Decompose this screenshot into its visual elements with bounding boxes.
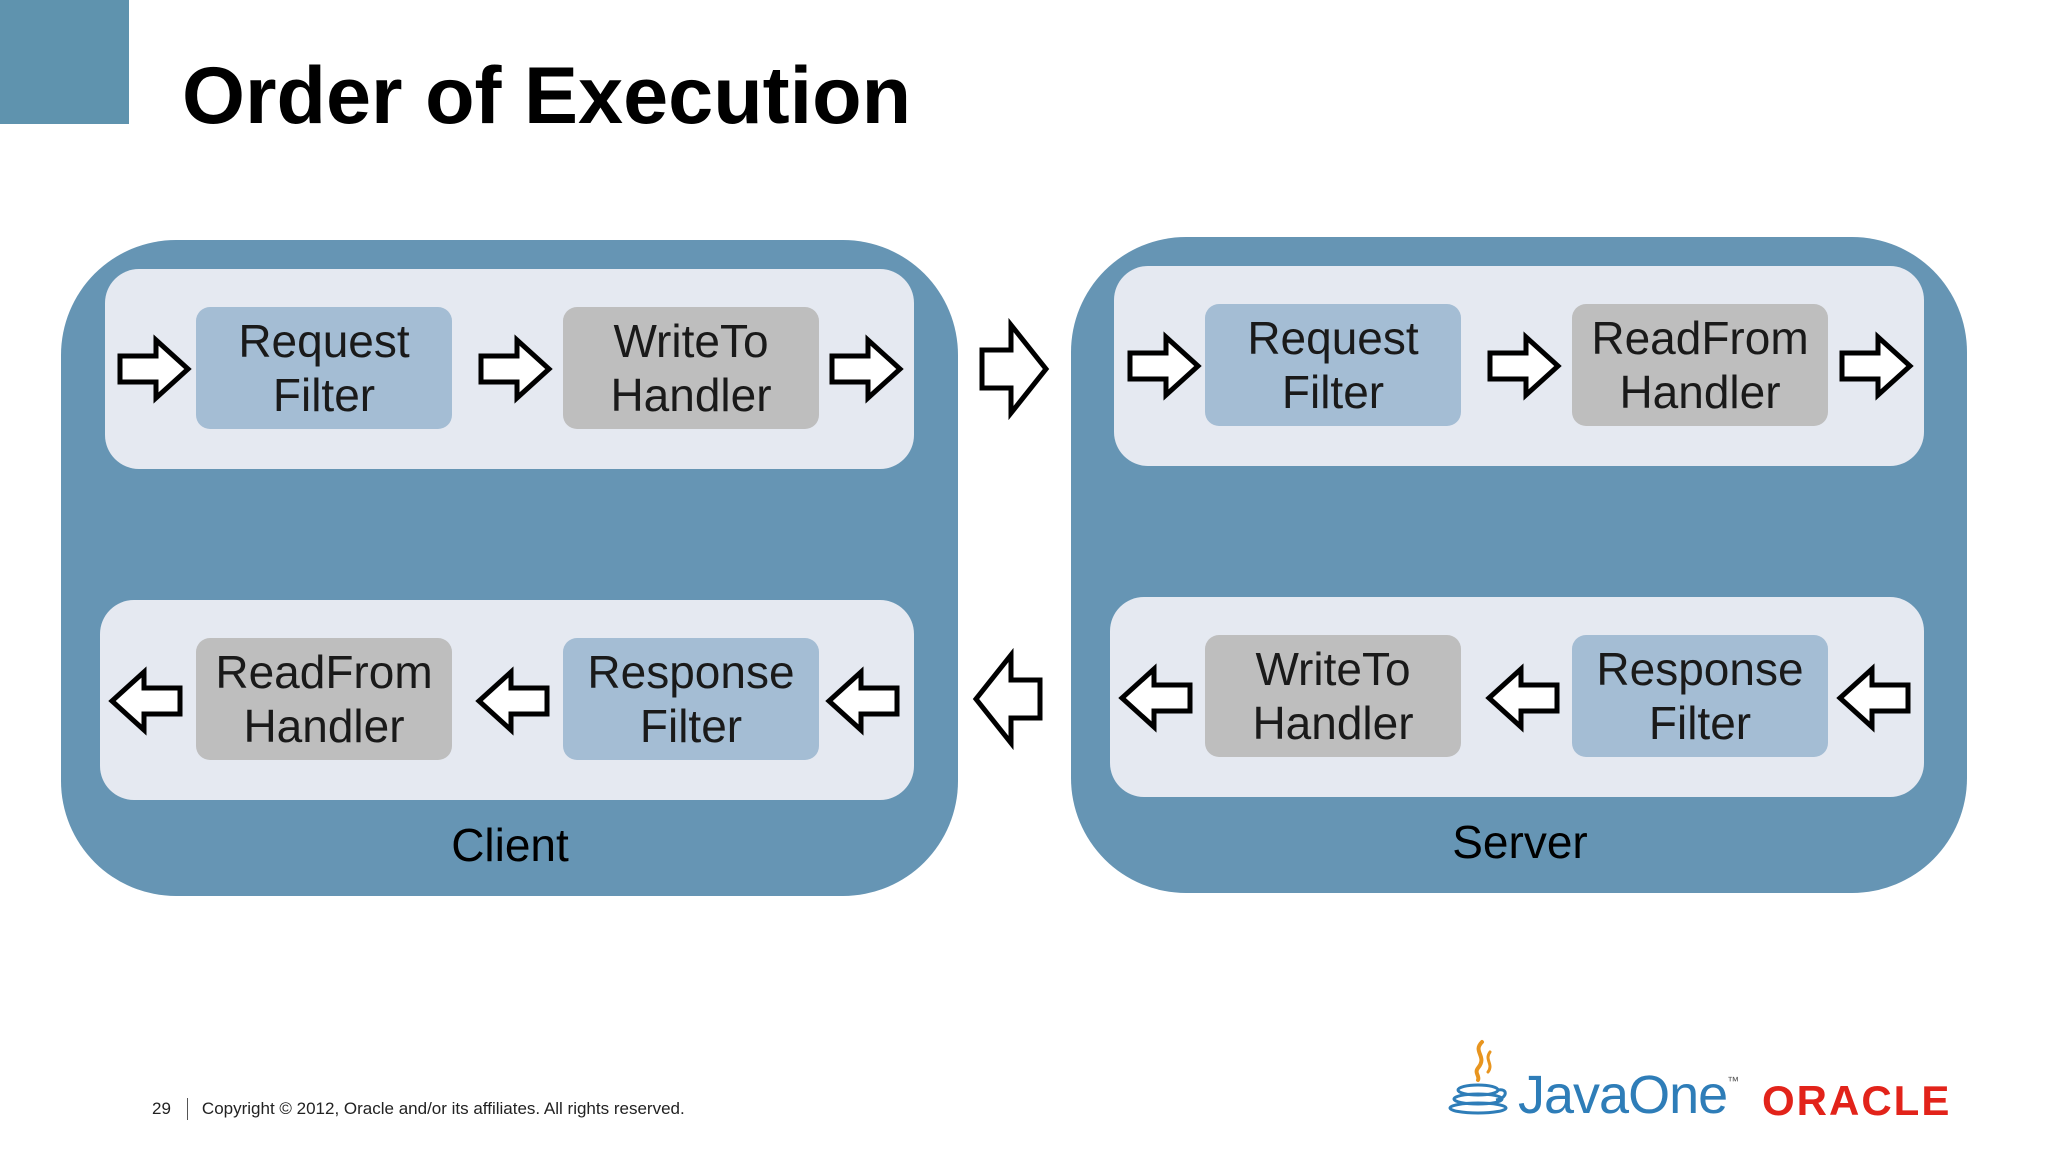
box-line-2: Handler: [1252, 697, 1414, 749]
right-arrow-icon: [1487, 331, 1562, 401]
box-line-1: ReadFrom: [1591, 312, 1809, 364]
box-line-2: Handler: [243, 700, 405, 752]
left-arrow-icon: [825, 666, 900, 736]
client-readfrom-handler-box: ReadFrom Handler: [196, 638, 452, 760]
box-line-2: Filter: [272, 369, 376, 421]
left-arrow-icon: [108, 666, 183, 736]
title-accent-block: [0, 0, 129, 124]
server-label: Server: [1452, 816, 1588, 868]
box-line-2: Handler: [610, 369, 772, 421]
box-line-1: Response: [1596, 643, 1804, 695]
footer-divider: [186, 1098, 188, 1120]
box-line-2: Filter: [1648, 697, 1752, 749]
left-arrow-icon: [1118, 663, 1193, 733]
server-writeto-handler-box: WriteTo Handler: [1205, 635, 1461, 757]
client-label: Client: [451, 819, 569, 871]
left-arrow-icon: [972, 647, 1043, 751]
box-line-1: WriteTo: [613, 315, 769, 367]
box-line-1: WriteTo: [1255, 643, 1411, 695]
box-line-1: Request: [238, 315, 410, 367]
page-number: 29: [152, 1099, 171, 1118]
left-arrow-icon: [1485, 663, 1560, 733]
right-arrow-icon: [829, 334, 904, 404]
copyright-text: Copyright © 2012, Oracle and/or its affi…: [201, 1099, 685, 1118]
box-line-1: Response: [587, 646, 795, 698]
right-arrow-icon: [1127, 331, 1202, 401]
javaone-logo-text: JavaOne™: [1518, 1064, 1739, 1126]
right-arrow-icon: [1839, 331, 1914, 401]
client-request-filter-box: Request Filter: [196, 307, 452, 429]
server-readfrom-handler-box: ReadFrom Handler: [1572, 304, 1828, 426]
slide-title: Order of Execution: [182, 51, 912, 141]
box-line-1: ReadFrom: [215, 646, 433, 698]
oracle-logo: ORACLE: [1762, 1077, 1952, 1124]
java-cup-icon: [1448, 1040, 1508, 1115]
box-line-2: Filter: [1281, 366, 1385, 418]
server-response-filter-box: Response Filter: [1572, 635, 1828, 757]
box-line-2: Filter: [639, 700, 743, 752]
right-arrow-icon: [117, 334, 192, 404]
box-line-1: Request: [1247, 312, 1419, 364]
left-arrow-icon: [1836, 663, 1911, 733]
left-arrow-icon: [475, 666, 550, 736]
box-line-2: Handler: [1619, 366, 1781, 418]
client-writeto-handler-box: WriteTo Handler: [563, 307, 819, 429]
client-response-filter-box: Response Filter: [563, 638, 819, 760]
right-arrow-icon: [478, 334, 553, 404]
footer: 29 Copyright © 2012, Oracle and/or its a…: [152, 1098, 685, 1120]
server-request-filter-box: Request Filter: [1205, 304, 1461, 426]
javaone-wordmark: JavaOne: [1518, 1065, 1728, 1125]
trademark-mark: ™: [1727, 1074, 1739, 1088]
right-arrow-icon: [979, 317, 1050, 421]
